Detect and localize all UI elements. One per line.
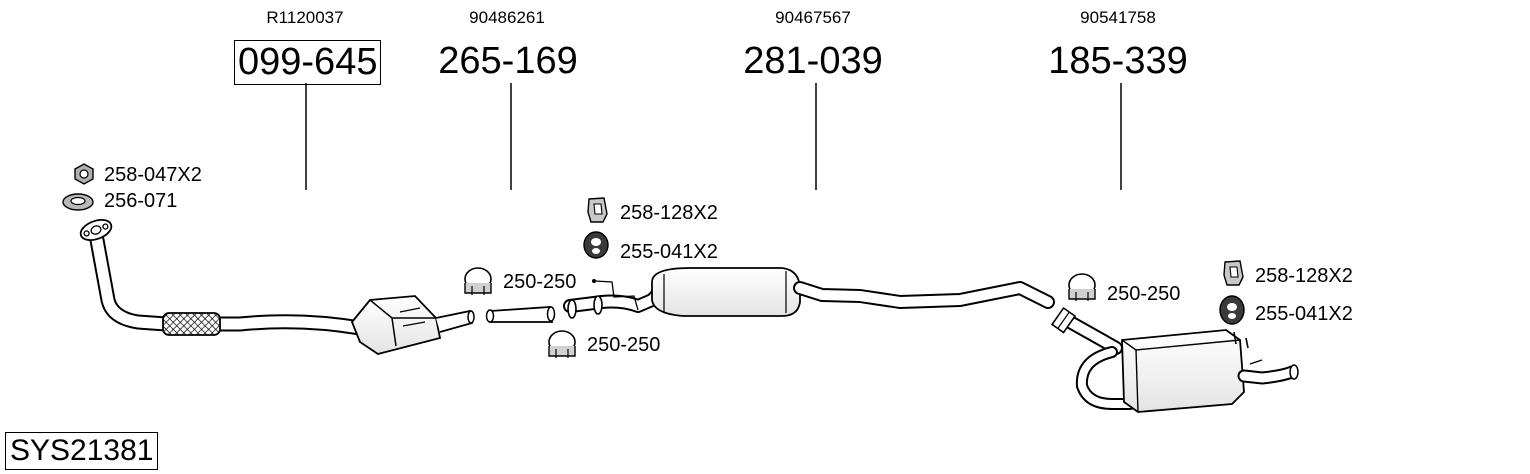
catalytic-converter [350,295,475,355]
accessory-label-clamp-2[interactable]: 250-250 [587,334,661,356]
oem-number-1: R1120037 [266,8,344,27]
part-number-4[interactable]: 185-339 [1048,40,1188,82]
flex-pipe-section [162,312,221,336]
accessory-label-clamp-3[interactable]: 250-250 [1107,283,1181,305]
bracket-icon [587,197,608,223]
accessory-label-bracket-2[interactable]: 258-128X2 [1255,265,1353,287]
middle-silencer-pipe[interactable] [563,267,1055,319]
accessory-label-gasket[interactable]: 256-071 [104,190,178,212]
oem-number-3: 90467567 [775,8,851,27]
intermediate-pipe[interactable] [485,306,556,323]
oem-number-4: 90541758 [1080,8,1156,27]
accessory-label-hanger-1[interactable]: 255-041X2 [620,241,718,263]
clamp-icon [464,267,492,295]
part-number-2[interactable]: 265-169 [438,40,578,82]
nut-icon [74,163,94,185]
clamp-icon [1068,273,1096,301]
rubber-hanger-icon [583,231,609,259]
gasket-ring-icon [62,193,94,211]
rear-silencer[interactable] [1050,306,1299,413]
part-number-1[interactable]: 099-645 [234,40,382,85]
accessory-label-hanger-2[interactable]: 255-041X2 [1255,303,1353,325]
system-code: SYS21381 [5,432,159,470]
accessory-label-clamp-1[interactable]: 250-250 [503,271,577,293]
accessory-label-nut[interactable]: 258-047X2 [104,164,202,186]
bracket-icon [1223,260,1244,286]
part-number-3[interactable]: 281-039 [743,40,883,82]
front-pipe-catalyst[interactable] [78,216,475,355]
rubber-hanger-icon [1219,295,1245,325]
oem-number-2: 90486261 [469,8,545,27]
clamp-icon [548,330,576,358]
accessory-label-bracket-1[interactable]: 258-128X2 [620,202,718,224]
